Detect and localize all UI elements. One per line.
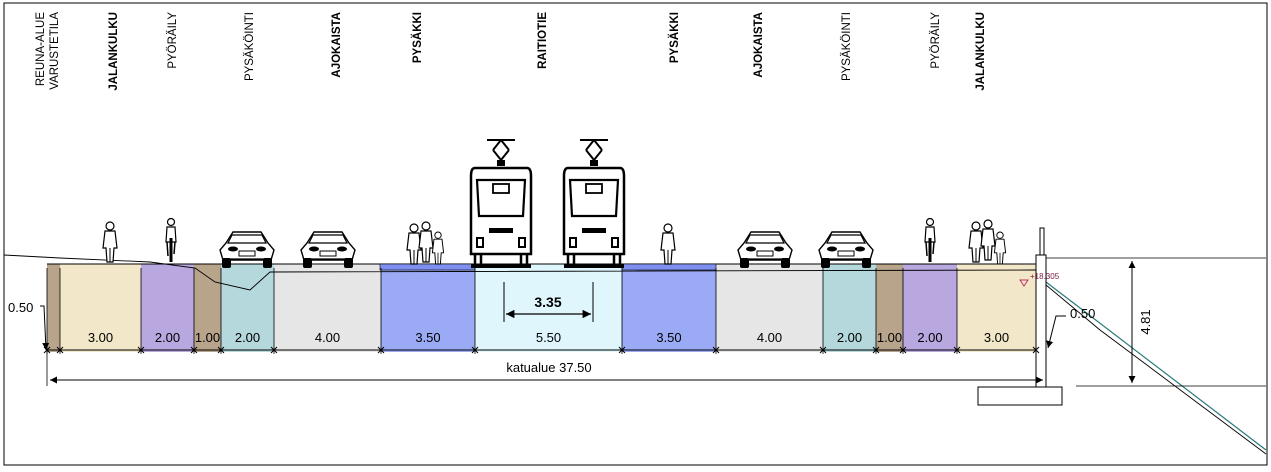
- lane-band: [716, 264, 823, 352]
- lane-band: [475, 264, 622, 352]
- lane-dimension-chain: 3.00 2.00 1.00 2.00 4.00 3.50 5.50 3.50 4.00 2.00…: [43, 268, 1040, 354]
- total-width-label: katualue 37.50: [506, 360, 591, 375]
- lane-band: [60, 264, 141, 352]
- lane-width-label: 4.00: [315, 330, 340, 345]
- total-width-dimension: katualue 37.50: [46, 350, 1047, 386]
- lane-width-label: 3.00: [984, 330, 1009, 345]
- lane-width-label: 2.00: [155, 330, 180, 345]
- dimension-arrow: [618, 346, 626, 354]
- lane-width-label: 2.00: [235, 330, 260, 345]
- elevation-marker: +18.305: [1019, 272, 1060, 287]
- dimension-arrow: [712, 346, 720, 354]
- dimension-arrow: [872, 346, 880, 354]
- lane-width-label: 3.50: [415, 330, 440, 345]
- dimension-arrow: [953, 346, 961, 354]
- dimension-arrow: [471, 346, 479, 354]
- dimension-arrow: [217, 346, 225, 354]
- railing-post: [1039, 227, 1045, 256]
- lane-label: PYSÄKÖINTI: [841, 12, 853, 81]
- lane-band: [622, 264, 716, 352]
- pedestrian-group-icon: [406, 221, 445, 265]
- lane-label: JALANKULKU: [975, 12, 987, 91]
- lane-label: PYÖRÄILY: [930, 12, 942, 69]
- lane-label: JALANKULKU: [108, 12, 120, 91]
- height-dimension: 4.81: [1128, 261, 1153, 383]
- lane-band: [221, 264, 274, 352]
- dimension-arrow: [270, 346, 278, 354]
- lane-label: RAITIOTIE: [537, 12, 549, 69]
- lane-label: PYÖRÄILY: [167, 12, 179, 69]
- platform-edge-right: [621, 263, 717, 271]
- lane-band: [957, 264, 1036, 352]
- dimension-arrow: [899, 346, 907, 354]
- lane-width-label: 4.00: [757, 330, 782, 345]
- car-icon: [737, 231, 793, 269]
- lane-label: PYSÄKÖINTI: [244, 12, 256, 81]
- dimension-arrow: [377, 346, 385, 354]
- car-icon: [219, 231, 275, 269]
- lane-label: PYSÄKKI: [668, 12, 681, 63]
- lane-band: [47, 264, 60, 352]
- lane-band: [823, 264, 876, 352]
- lane-width-label: 2.00: [837, 330, 862, 345]
- elevation-label: +18.305: [1030, 272, 1060, 281]
- figures: [102, 138, 1007, 270]
- right-curb-dimension: 0.50: [1046, 306, 1095, 349]
- dimension-arrow: [1032, 346, 1040, 354]
- left-curb-label: 0.50: [8, 300, 33, 315]
- lane-band: [141, 264, 194, 352]
- existing-ground-line: [3, 254, 1267, 455]
- lane-label: AJOKAISTA: [331, 12, 343, 78]
- lane-band: [274, 264, 381, 352]
- lane-label: AJOKAISTA: [753, 12, 765, 78]
- cyclist-icon: [924, 217, 936, 263]
- right-curb-label: 0.50: [1070, 306, 1095, 321]
- tram-icon: [469, 138, 533, 270]
- dimension-arrow: [56, 346, 64, 354]
- lane-width-label: 2.00: [917, 330, 942, 345]
- track-gauge-label: 3.35: [534, 294, 561, 310]
- lane-label: PYSÄKKI: [411, 12, 424, 63]
- dimension-arrow: [190, 346, 198, 354]
- lane-label: REUNA-ALUE: [35, 12, 47, 86]
- pedestrian-group-icon: [968, 219, 1007, 265]
- car-icon: [300, 231, 356, 269]
- height-label: 4.81: [1138, 309, 1153, 334]
- lane-band: [194, 264, 221, 352]
- slope-line: [1045, 281, 1267, 451]
- pedestrian-icon: [660, 223, 676, 265]
- wall-foundation: [977, 386, 1063, 406]
- lane-width-label: 1.00: [195, 330, 220, 345]
- pedestrian-icon: [102, 221, 118, 263]
- lane-width-label: 1.00: [877, 330, 902, 345]
- lane-label: VARUSTETILA: [49, 12, 61, 90]
- lane-bands: [47, 264, 1036, 352]
- lane-band: [876, 264, 903, 352]
- left-curb-dimension: 0.50: [8, 300, 50, 351]
- tram-icon: [562, 138, 626, 270]
- cyclist-icon: [165, 217, 177, 263]
- lane-width-label: 5.50: [536, 330, 561, 345]
- lane-band: [903, 264, 957, 352]
- car-icon: [818, 231, 874, 269]
- lane-band: [381, 264, 475, 352]
- platform-edge-left: [379, 263, 476, 271]
- lane-width-label: 3.50: [656, 330, 681, 345]
- track-gauge-dimension: 3.35: [503, 282, 594, 322]
- dimension-arrow: [137, 346, 145, 354]
- dimension-arrow: [819, 346, 827, 354]
- drawing-frame: [3, 2, 1268, 466]
- lane-width-label: 3.00: [88, 330, 113, 345]
